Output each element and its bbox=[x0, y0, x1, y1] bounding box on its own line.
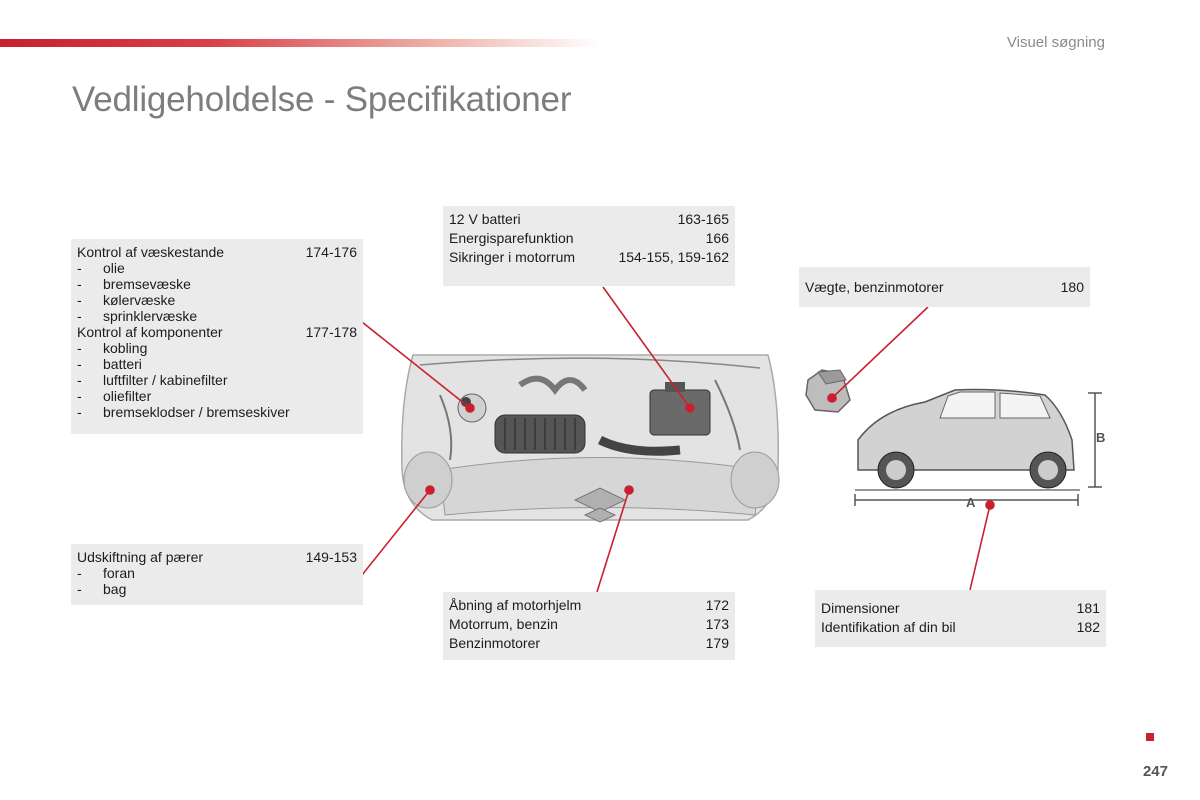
bulbs-box: Udskiftning af pærer 149-153 -foran -bag bbox=[71, 544, 363, 605]
fluids-components-box: Kontrol af væskestande 174-176 -olie -br… bbox=[71, 239, 363, 434]
page-marker bbox=[1146, 733, 1154, 741]
section-label: Visuel søgning bbox=[1006, 34, 1105, 51]
list-item: -bag bbox=[77, 581, 127, 597]
list-item: -luftfilter / kabinefilter bbox=[77, 372, 228, 388]
bulbs-row[interactable]: Udskiftning af pærer 149-153 bbox=[77, 549, 357, 565]
list-item: -kølervæske bbox=[77, 292, 176, 308]
page-title: Vedligeholdelse - Specifikationer bbox=[72, 80, 572, 119]
list-item: -bremsevæske bbox=[77, 276, 191, 292]
fluid-check-row[interactable]: Kontrol af væskestande 174-176 bbox=[77, 244, 357, 260]
list-item: -oliefilter bbox=[77, 388, 152, 404]
height-label: B bbox=[1096, 430, 1105, 445]
component-check-row[interactable]: Kontrol af komponenter 177-178 bbox=[77, 324, 357, 340]
header-accent-bar bbox=[0, 39, 600, 47]
weight-icon-illustration bbox=[805, 369, 851, 413]
list-item: -bremseklodser / bremseskiver bbox=[77, 404, 290, 420]
list-item: -foran bbox=[77, 565, 135, 581]
list-item: -kobling bbox=[77, 340, 148, 356]
list-item: -olie bbox=[77, 260, 125, 276]
list-item: -batteri bbox=[77, 356, 142, 372]
callout-lines bbox=[361, 286, 995, 593]
engine-bay-illustration bbox=[401, 354, 780, 523]
list-item: -sprinklervæske bbox=[77, 308, 198, 324]
length-label: A bbox=[966, 495, 976, 510]
car-profile-illustration: B A bbox=[854, 388, 1105, 510]
page-number: 247 bbox=[1142, 763, 1168, 780]
